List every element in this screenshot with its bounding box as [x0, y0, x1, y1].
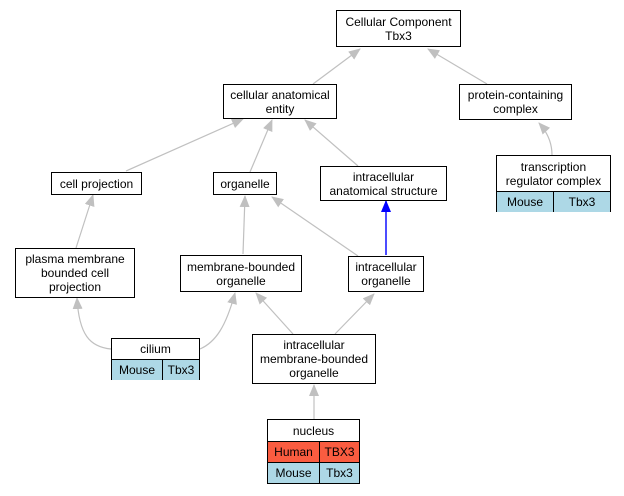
gene-cell: Tbx3 — [554, 192, 610, 212]
annotation-row: Mouse Tbx3 — [268, 462, 359, 483]
edge-mbo-org — [239, 195, 250, 255]
node-label: nucleus — [292, 423, 335, 438]
node-label: cellular anatomical entity — [230, 87, 330, 116]
node-label: transcription regulator complex — [505, 159, 602, 188]
node-label: intracellular organelle — [355, 260, 417, 288]
annotation-row: Mouse Tbx3 — [112, 360, 199, 380]
node-label: intracellular anatomical structure — [329, 169, 438, 198]
edge-cilium-pmbcp — [72, 297, 112, 350]
node-cilium[interactable]: cilium Mouse Tbx3 — [111, 338, 200, 380]
node-membrane-bounded-organelle[interactable]: membrane-bounded organelle — [180, 255, 302, 292]
node-transcription-regulator-complex[interactable]: transcription regulator complex Mouse Tb… — [496, 155, 611, 212]
annotation-row: Mouse Tbx3 — [497, 192, 610, 212]
species-cell: Human — [268, 442, 320, 462]
edge-pcc-root — [427, 48, 488, 85]
node-cellular-component[interactable]: Cellular Component Tbx3 — [336, 10, 461, 47]
edge-imbo-io — [334, 293, 375, 335]
species-cell: Mouse — [497, 192, 554, 212]
gene-cell: TBX3 — [320, 442, 359, 462]
edge-ias-cae — [304, 119, 359, 167]
gene-cell: Tbx3 — [163, 360, 199, 380]
edge-cilium-mbo — [199, 292, 237, 350]
node-nucleus[interactable]: nucleus Human TBX3 Mouse Tbx3 — [267, 419, 360, 484]
node-protein-containing-complex[interactable]: protein-containing complex — [459, 84, 572, 120]
species-cell: Mouse — [268, 463, 320, 483]
node-intracellular-anatomical-structure[interactable]: intracellular anatomical structure — [320, 166, 447, 201]
edge-io-org — [271, 196, 359, 257]
node-label: protein-containing complex — [467, 88, 564, 116]
node-label: membrane-bounded organelle — [186, 259, 296, 288]
annotation-row: Human TBX3 — [268, 442, 359, 462]
node-cellular-anatomical-entity[interactable]: cellular anatomical entity — [223, 84, 337, 119]
node-label: organelle — [220, 176, 270, 191]
node-label: cell projection — [59, 176, 134, 191]
edge-cae-root — [312, 48, 361, 85]
node-intracellular-organelle[interactable]: intracellular organelle — [348, 256, 424, 292]
species-cell: Mouse — [112, 360, 163, 380]
edge-cp-cae — [125, 118, 244, 172]
gene-cell: Tbx3 — [320, 463, 359, 483]
edge-pmbcp-cp — [75, 194, 95, 249]
edge-trc-pcc — [538, 122, 553, 156]
node-intracellular-membrane-bounded-organelle[interactable]: intracellular membrane-bounded organelle — [252, 334, 376, 384]
node-label: cilium — [140, 342, 171, 356]
node-plasma-membrane-bounded-cell-projection[interactable]: plasma membrane bounded cell projection — [15, 248, 135, 298]
node-organelle[interactable]: organelle — [213, 172, 277, 195]
node-label: plasma membrane bounded cell projection — [25, 252, 125, 294]
node-label: intracellular membrane-bounded organelle — [259, 338, 369, 380]
edge-org-cae — [249, 119, 273, 173]
node-label: Cellular Component Tbx3 — [345, 14, 452, 43]
node-cell-projection[interactable]: cell projection — [51, 172, 142, 195]
edge-imbo-mbo — [255, 292, 294, 335]
